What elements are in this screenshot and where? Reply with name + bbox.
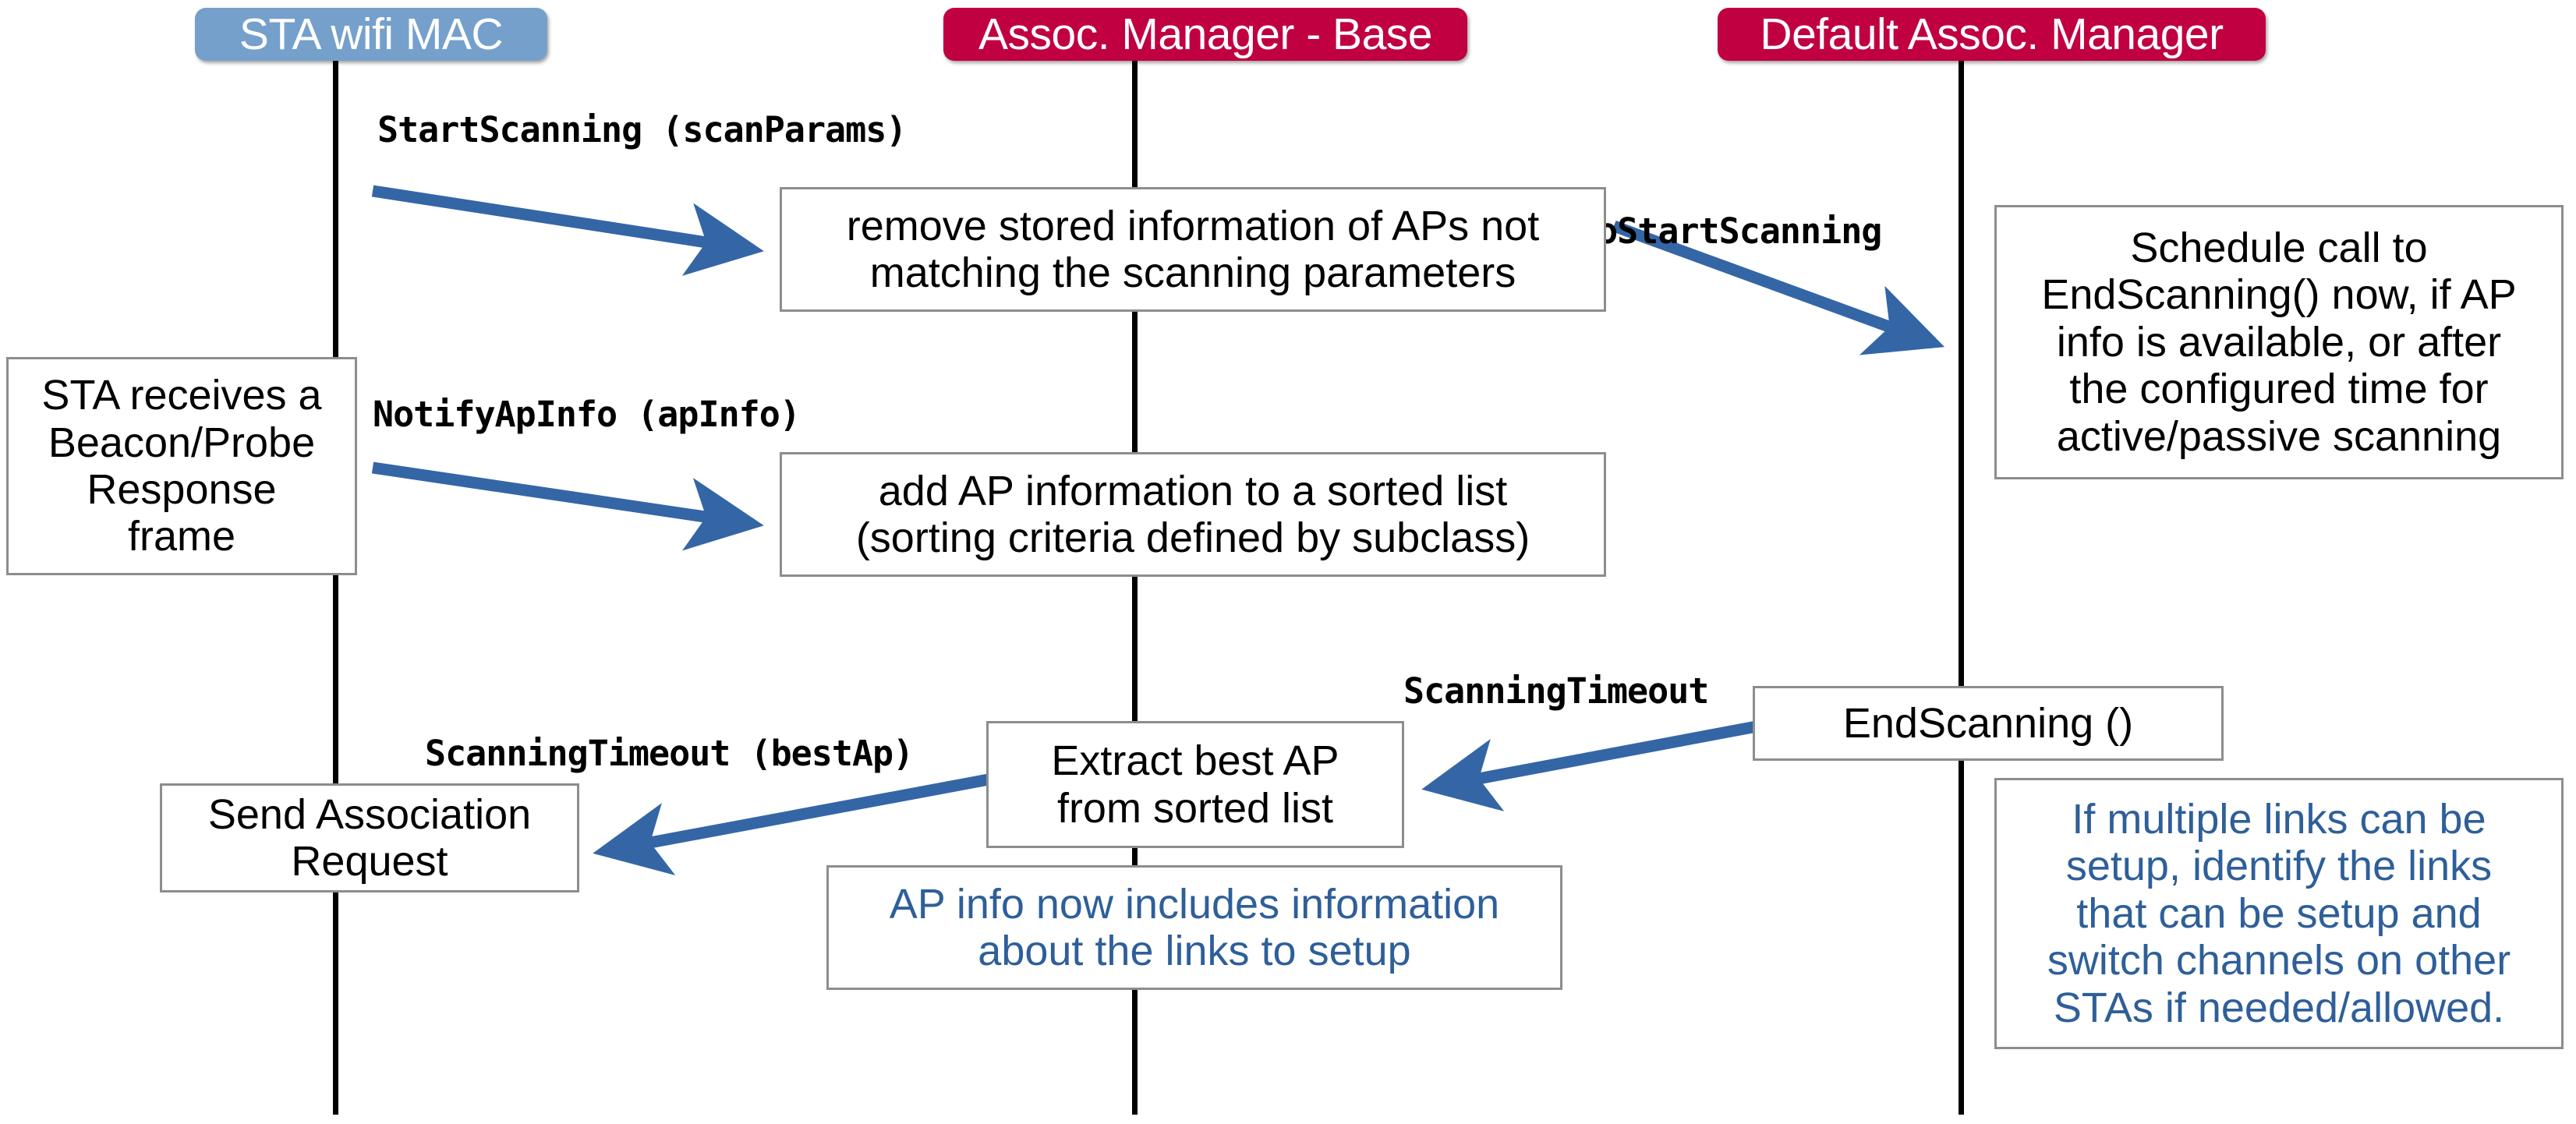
- actor-assoc-manager-base[interactable]: Assoc. Manager - Base: [943, 8, 1467, 61]
- note-line: STAs if needed/allowed.: [2053, 984, 2505, 1031]
- message-label-do-start-scanning: DoStartScanning: [1576, 210, 1882, 252]
- box-remove-stored-info[interactable]: remove stored information of APs not mat…: [780, 187, 1606, 312]
- box-line: info is available, or after: [2056, 318, 2502, 366]
- box-line: STA receives a: [41, 372, 322, 419]
- box-sta-receives-frame[interactable]: STA receives a Beacon/Probe Response fra…: [6, 357, 357, 575]
- note-line: AP info now includes information: [889, 880, 1500, 928]
- note-line: setup, identify the links: [2065, 843, 2493, 890]
- actor-sta-wifi-mac[interactable]: STA wifi MAC: [195, 8, 547, 61]
- box-add-ap-information[interactable]: add AP information to a sorted list (sor…: [780, 452, 1606, 577]
- box-line: Extract best AP: [1051, 737, 1339, 785]
- box-schedule-end-scanning[interactable]: Schedule call to EndScanning() now, if A…: [1994, 205, 2564, 479]
- box-line: active/passive scanning: [2056, 412, 2502, 460]
- note-ap-info[interactable]: AP info now includes information about t…: [826, 865, 1562, 990]
- box-line: from sorted list: [1056, 784, 1334, 832]
- box-line: Send Association: [207, 790, 532, 838]
- arrow-scanning-timeout: [1421, 720, 1758, 811]
- box-line: Schedule call to: [2130, 224, 2428, 271]
- message-label-scanning-timeout: ScanningTimeout: [1403, 670, 1709, 712]
- note-line: switch channels on other: [2047, 937, 2511, 984]
- actor-label-assoc-manager-base: Assoc. Manager - Base: [978, 9, 1432, 59]
- arrow-notify-ap-info: [371, 461, 764, 551]
- note-line: that can be setup and: [2076, 889, 2482, 937]
- lifeline-assoc-manager-base: [1132, 58, 1138, 1115]
- box-line: remove stored information of APs not: [846, 202, 1540, 249]
- actor-label-default-assoc-manager: Default Assoc. Manager: [1760, 9, 2224, 59]
- lifeline-sta-wifi-mac: [333, 58, 338, 1115]
- box-line: (sorting criteria defined by subclass): [855, 514, 1530, 561]
- box-line: the configured time for: [2069, 366, 2489, 413]
- arrow-start-scanning: [371, 185, 764, 276]
- note-line: If multiple links can be: [2072, 795, 2486, 843]
- box-line: EndScanning (): [1842, 699, 2134, 747]
- box-extract-best-ap[interactable]: Extract best AP from sorted list: [986, 721, 1404, 848]
- note-line: about the links to setup: [978, 928, 1411, 974]
- box-send-association-request[interactable]: Send Association Request: [160, 783, 579, 892]
- box-line: frame: [127, 513, 236, 560]
- actor-label-sta-wifi-mac: STA wifi MAC: [239, 9, 504, 59]
- box-line: add AP information to a sorted list: [878, 467, 1508, 514]
- actor-default-assoc-manager[interactable]: Default Assoc. Manager: [1718, 8, 2266, 61]
- lifeline-default-assoc-manager: [1959, 58, 1964, 1115]
- message-label-scanning-timeout-bestap: ScanningTimeout (bestAp): [425, 733, 914, 774]
- box-line: matching the scanning parameters: [869, 249, 1516, 296]
- box-line: Response: [87, 466, 277, 513]
- arrow-scanning-timeout-bestap: [593, 773, 990, 876]
- note-multiple-links[interactable]: If multiple links can be setup, identify…: [1994, 778, 2564, 1049]
- box-line: Beacon/Probe: [48, 419, 316, 466]
- box-line: EndScanning() now, if AP: [2041, 271, 2517, 319]
- message-label-start-scanning: StartScanning (scanParams): [377, 109, 907, 150]
- message-label-notify-ap-info: NotifyApInfo (apInfo): [373, 394, 801, 435]
- box-end-scanning[interactable]: EndScanning (): [1753, 686, 2224, 761]
- box-line: Request: [291, 838, 448, 885]
